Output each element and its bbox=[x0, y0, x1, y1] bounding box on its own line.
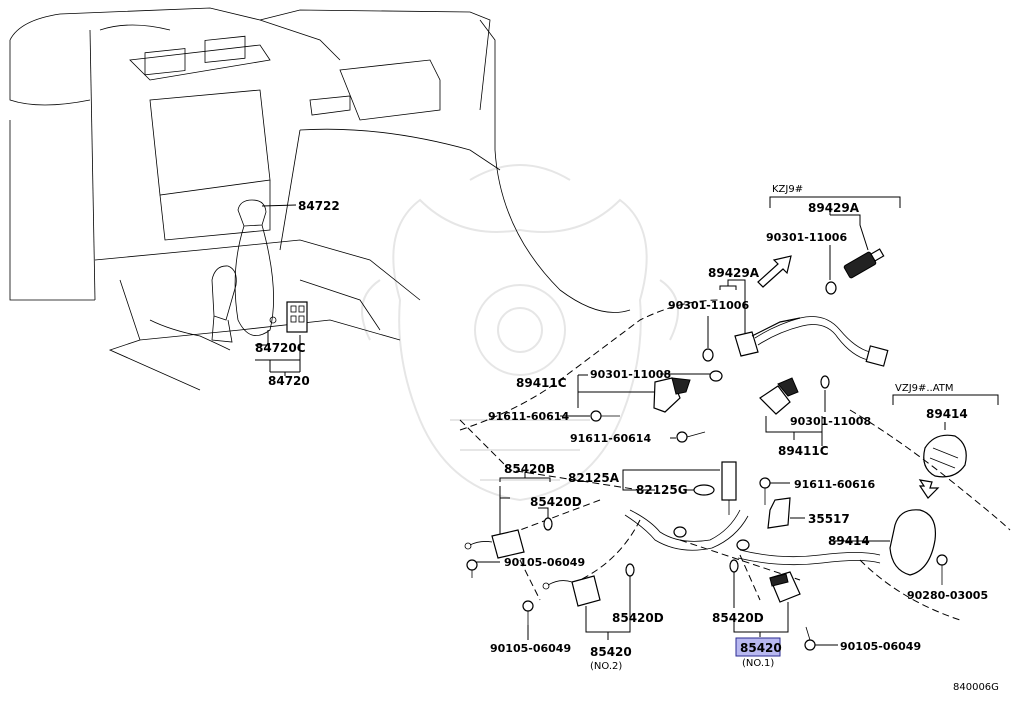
label-91611-60616[interactable]: 91611-60616 bbox=[794, 478, 875, 491]
drawing-code: 840006G bbox=[953, 682, 999, 693]
label-91611-60614-a[interactable]: 91611-60614 bbox=[488, 410, 569, 423]
sensor-85420b bbox=[464, 472, 553, 578]
label-85420d-c[interactable]: 85420D bbox=[712, 611, 764, 625]
label-35517[interactable]: 35517 bbox=[808, 512, 850, 526]
label-90301-11006-top[interactable]: 90301-11006 bbox=[766, 231, 847, 244]
label-90105-06049-a[interactable]: 90105-06049 bbox=[504, 556, 585, 569]
label-91611-60614-b[interactable]: 91611-60614 bbox=[570, 432, 651, 445]
label-89411c-right[interactable]: 89411C bbox=[778, 444, 829, 458]
part-labels: 84722 84720C 84720 KZJ9# 89429A 90301-11… bbox=[255, 184, 999, 693]
label-89414[interactable]: 89414 bbox=[828, 534, 870, 548]
watermark-emblem bbox=[361, 164, 679, 502]
label-89429a[interactable]: 89429A bbox=[708, 266, 760, 280]
label-85420d-b[interactable]: 85420D bbox=[612, 611, 664, 625]
wiring-harness bbox=[459, 299, 1011, 621]
dashboard-drawing bbox=[9, 7, 631, 391]
label-90301-11008-right[interactable]: 90301-11008 bbox=[790, 415, 871, 428]
label-90301-11006[interactable]: 90301-11006 bbox=[668, 299, 749, 312]
group-label-vzj: VZJ9#..ATM bbox=[895, 383, 954, 394]
sensor-85420-no1 bbox=[729, 559, 838, 651]
label-89411c-left[interactable]: 89411C bbox=[516, 376, 567, 390]
direction-arrow bbox=[757, 255, 792, 288]
label-85420d-a[interactable]: 85420D bbox=[530, 495, 582, 509]
label-no1: (NO.1) bbox=[742, 658, 774, 669]
label-90105-06049-c[interactable]: 90105-06049 bbox=[840, 640, 921, 653]
label-85420-no2[interactable]: 85420 bbox=[590, 645, 632, 659]
sensor-89411c-right bbox=[670, 375, 830, 446]
sensor-85420-no2 bbox=[522, 563, 635, 640]
label-85420b[interactable]: 85420B bbox=[504, 462, 555, 476]
label-90105-06049-b[interactable]: 90105-06049 bbox=[490, 642, 571, 655]
label-no2: (NO.2) bbox=[590, 661, 622, 672]
label-84720c[interactable]: 84720C bbox=[255, 341, 306, 355]
highlight-box-85420-no1 bbox=[735, 637, 781, 657]
label-90280-03005[interactable]: 90280-03005 bbox=[907, 589, 988, 602]
group-label-kzj: KZJ9# bbox=[772, 184, 803, 195]
label-89429a-top[interactable]: 89429A bbox=[808, 201, 860, 215]
label-85420-no1[interactable]: 85420 bbox=[740, 641, 782, 655]
label-82125g[interactable]: 82125G bbox=[636, 483, 688, 497]
label-89414-top[interactable]: 89414 bbox=[926, 407, 968, 421]
sensor-89411c-left bbox=[560, 370, 723, 422]
leaders-upper-left bbox=[255, 204, 301, 376]
vzj-group bbox=[892, 394, 999, 499]
kzj-group bbox=[769, 196, 901, 295]
label-82125a[interactable]: 82125A bbox=[568, 471, 620, 485]
label-84722[interactable]: 84722 bbox=[298, 199, 340, 213]
sensor-89429a bbox=[702, 279, 889, 367]
label-84720[interactable]: 84720 bbox=[268, 374, 310, 388]
label-90301-11008-left[interactable]: 90301-11008 bbox=[590, 368, 671, 381]
